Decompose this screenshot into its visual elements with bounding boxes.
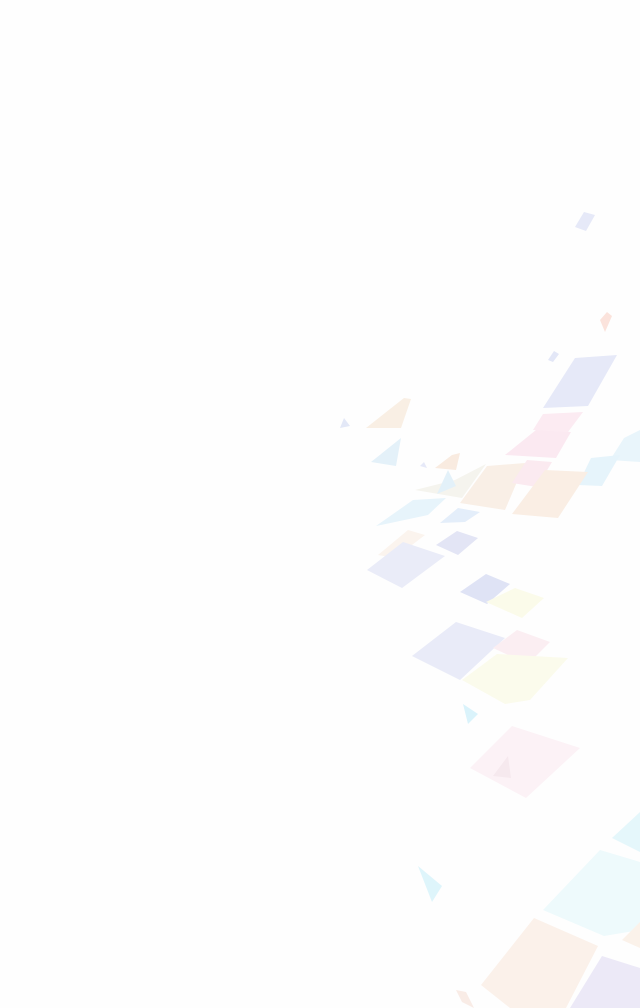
mosaic-tile — [412, 622, 505, 680]
mosaic-tile — [493, 756, 511, 778]
mosaic-tile — [415, 464, 486, 498]
mosaic-tile — [462, 654, 568, 704]
mosaic-tile — [600, 312, 612, 332]
mosaic-tile — [543, 850, 640, 936]
mosaic-tile — [418, 866, 442, 902]
mosaic-tile — [376, 498, 446, 526]
mosaic-tile — [435, 453, 460, 470]
mosaic-tile — [512, 460, 552, 487]
mosaic-tile — [578, 455, 620, 486]
mosaic-tile — [575, 212, 595, 231]
mosaic-tile — [420, 462, 427, 468]
mosaic-tile — [548, 351, 559, 362]
mosaic-tile — [493, 630, 550, 664]
mosaic-tile — [460, 574, 510, 604]
mosaic-tile — [367, 542, 445, 588]
mosaic-tile — [440, 508, 480, 523]
mosaic-tile — [366, 398, 411, 428]
mosaic-tile — [505, 430, 571, 458]
mosaic-tile — [437, 470, 456, 494]
mosaic-tile — [533, 412, 583, 432]
mosaic-tile — [486, 588, 544, 618]
mosaic-tile — [340, 418, 350, 428]
mosaic-tile — [371, 438, 401, 466]
mosaic-tile — [470, 726, 580, 798]
mosaic-tile — [436, 531, 478, 555]
mosaic-tile — [543, 355, 617, 408]
mosaic-tile — [570, 956, 640, 1008]
mosaic-tile — [456, 990, 474, 1008]
mosaic-tile — [512, 470, 588, 518]
mosaic-tile — [612, 812, 640, 852]
mosaic-tile — [460, 463, 525, 510]
mosaic-tile — [622, 922, 640, 948]
mosaic-tile — [610, 430, 640, 462]
mosaic-tile — [481, 918, 598, 1008]
mosaic-tile — [463, 704, 478, 724]
